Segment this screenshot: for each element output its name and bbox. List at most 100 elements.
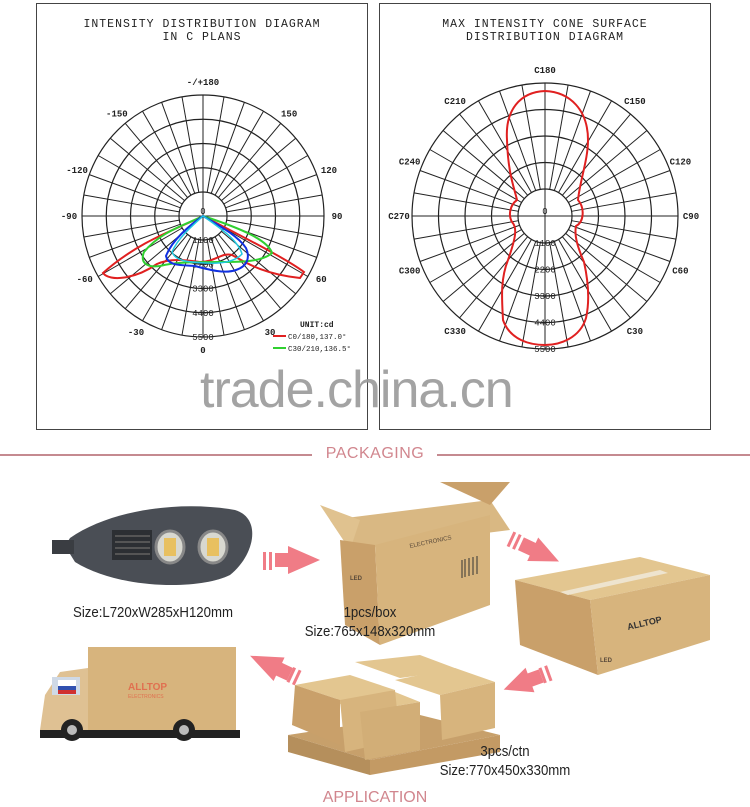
- divider: [437, 454, 750, 456]
- angle-label: C90: [683, 212, 699, 222]
- grid-spoke: [442, 130, 525, 200]
- arrow-up-left-icon: [250, 655, 302, 686]
- grid-spoke: [223, 227, 309, 277]
- grid-spoke: [226, 219, 323, 238]
- curve-cyan: [171, 215, 243, 264]
- grid-spoke: [221, 231, 297, 295]
- ring-label: 2200: [534, 266, 556, 276]
- angle-label: C60: [672, 267, 688, 277]
- pallet-boxes-image: [288, 655, 500, 775]
- grid-spoke: [97, 227, 183, 277]
- application-section-title: APPLICATION: [322, 789, 428, 806]
- grid-spoke: [568, 229, 661, 283]
- angle-label: C240: [399, 157, 421, 167]
- angle-label: C30: [627, 327, 643, 337]
- grid-spoke: [221, 137, 297, 201]
- arrow-down-left-icon: [503, 665, 553, 693]
- angle-label: -90: [61, 212, 77, 222]
- grid-spoke: [558, 100, 612, 193]
- left-legend: UNIT:cd C0/180,137.0° C30/210,136.5°: [273, 321, 351, 354]
- angle-label: 90: [332, 212, 343, 222]
- grid-spoke: [142, 236, 192, 322]
- angle-label: C270: [388, 212, 410, 222]
- grid-spoke: [558, 239, 612, 332]
- grid-spoke: [571, 220, 677, 240]
- grid-spoke: [561, 113, 631, 196]
- box-size-caption: Size:765x148x320mm: [304, 623, 436, 640]
- carton-size-caption: Size:770x450x330mm: [439, 762, 571, 779]
- ring-label: 4400: [534, 319, 556, 329]
- grid-spoke: [124, 122, 188, 198]
- grid-spoke: [210, 102, 245, 194]
- panel-title: INTENSITY DISTRIBUTION DIAGRAM IN C PLAN…: [83, 18, 321, 44]
- divider: [0, 454, 312, 456]
- angle-label: -120: [66, 166, 88, 176]
- box-qty-caption: 1pcs/box: [343, 604, 397, 621]
- delivery-truck-image: ALLTOP ELECTRONICS: [40, 647, 240, 741]
- grid-spoke: [83, 194, 180, 213]
- angle-label: 120: [321, 166, 337, 176]
- grid-spoke: [570, 224, 671, 262]
- grid-spoke: [89, 174, 181, 209]
- angle-label: C210: [444, 97, 466, 107]
- grid-spoke: [218, 122, 282, 198]
- box-mark: LED: [350, 576, 363, 582]
- angle-label: -30: [128, 328, 144, 338]
- polar-diagrams: -/+1801501209060300-30-60-90-120-1500110…: [61, 66, 699, 356]
- grid-spoke: [459, 236, 529, 319]
- angle-label: C300: [399, 267, 421, 277]
- grid-spoke: [568, 149, 661, 203]
- angle-label: 30: [265, 328, 276, 338]
- arrow-down-right-icon: [506, 531, 560, 562]
- grid-spoke: [181, 96, 200, 193]
- grid-spoke: [549, 242, 569, 348]
- ring-label: 0: [200, 207, 205, 217]
- grid-spoke: [97, 155, 183, 205]
- grid-spoke: [499, 90, 537, 191]
- ring-label: 1100: [534, 239, 556, 249]
- section-title: PACKAGING: [325, 445, 425, 462]
- grid-spoke: [521, 84, 541, 190]
- grid-spoke: [206, 239, 225, 336]
- legend-label: C30/210,136.5°: [288, 345, 351, 354]
- grid-spoke: [419, 224, 520, 262]
- left-polar-grid: -/+1801501209060300-30-60-90-120-1500110…: [61, 78, 343, 356]
- grid-spoke: [478, 239, 532, 332]
- grid-spoke: [83, 219, 180, 238]
- grid-spoke: [223, 155, 309, 205]
- grid-spoke: [413, 192, 519, 212]
- curve-blue: [164, 214, 249, 273]
- grid-spoke: [206, 96, 225, 193]
- grid-spoke: [89, 223, 181, 258]
- angle-label: C330: [444, 327, 466, 337]
- grid-spoke: [570, 170, 671, 208]
- angle-label: -/+180: [187, 78, 219, 88]
- grid-spoke: [565, 232, 648, 302]
- grid-spoke: [478, 100, 532, 193]
- legend-label: C0/180,137.0°: [288, 333, 347, 342]
- angle-label: 60: [316, 275, 327, 285]
- grid-spoke: [181, 239, 200, 336]
- grid-spoke: [561, 236, 631, 319]
- panel-title: MAX INTENSITY CONE SURFACE DISTRIBUTION …: [442, 18, 648, 44]
- angle-label: C120: [670, 157, 692, 167]
- ring-label: 0: [542, 207, 547, 217]
- truck-brand: ALLTOP: [128, 682, 167, 693]
- grid-spoke: [210, 238, 245, 330]
- angle-label: -60: [77, 275, 93, 285]
- angle-label: -150: [106, 109, 128, 119]
- grid-spoke: [226, 194, 323, 213]
- carton-mark: LED: [600, 658, 613, 664]
- grid-spoke: [109, 137, 185, 201]
- grid-spoke: [214, 110, 264, 196]
- grid-spoke: [553, 90, 591, 191]
- angle-label: C150: [624, 97, 646, 107]
- street-lamp-image: [52, 506, 253, 585]
- packaging-section-header: PACKAGING: [0, 444, 750, 466]
- angle-label: C180: [534, 66, 556, 76]
- grid-spoke: [521, 242, 541, 348]
- lamp-size-caption: Size:L720xW285xH120mm: [73, 604, 233, 621]
- angle-label: 0: [200, 346, 205, 356]
